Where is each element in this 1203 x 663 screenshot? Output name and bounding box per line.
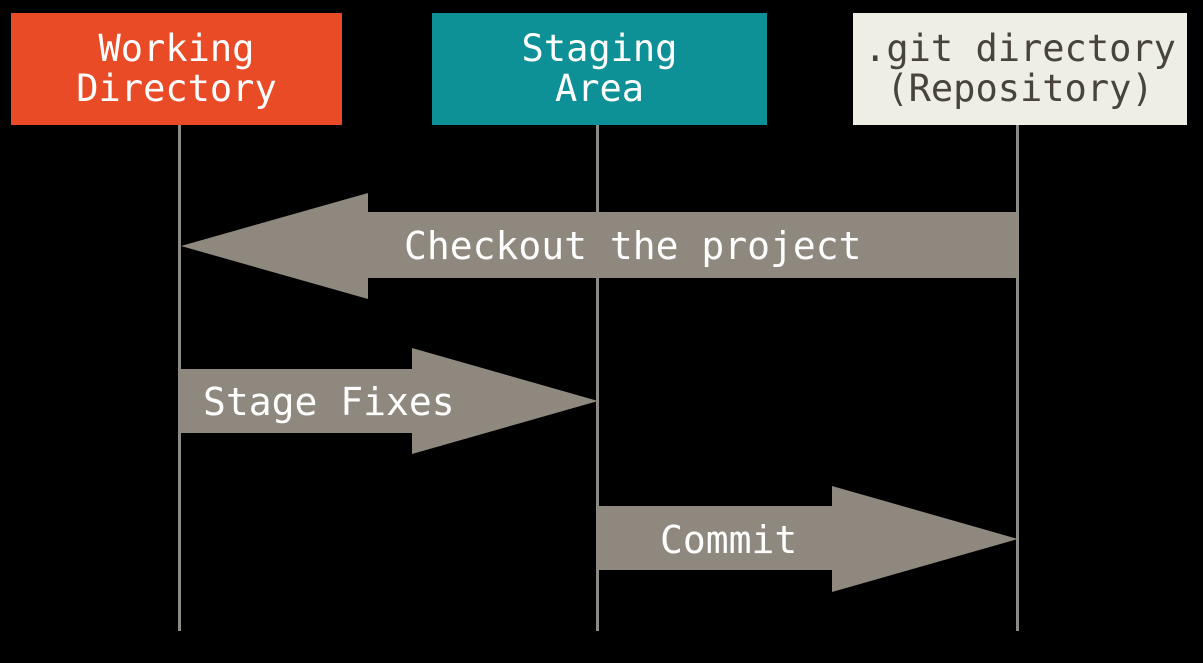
staging-area-label-line2: Area <box>554 67 645 110</box>
git-directory-label-line1: .git directory <box>864 27 1176 70</box>
checkout-arrow-label: Checkout the project <box>404 224 862 268</box>
staging-area-box: Staging Area <box>432 13 767 125</box>
working-directory-label-line2: Directory <box>76 67 277 110</box>
checkout-arrowhead-left-icon <box>181 193 368 299</box>
commit-arrowhead-right-icon <box>832 486 1018 592</box>
stage-fixes-arrowhead-right-icon <box>412 348 598 454</box>
git-directory-label-line2: (Repository) <box>886 67 1154 110</box>
working-directory-box: Working Directory <box>11 13 342 125</box>
stage-fixes-arrow-shaft <box>179 369 413 433</box>
working-directory-label-line1: Working <box>98 27 255 70</box>
commit-arrow-label: Commit <box>660 518 798 562</box>
staging-area-label-line1: Staging <box>521 27 678 70</box>
git-directory-lifeline <box>1016 125 1019 631</box>
commit-arrow-shaft <box>598 506 832 570</box>
checkout-arrow-shaft <box>368 212 1017 278</box>
git-directory-box: .git directory (Repository) <box>853 13 1187 125</box>
stage-fixes-arrow-label: Stage Fixes <box>203 380 455 424</box>
